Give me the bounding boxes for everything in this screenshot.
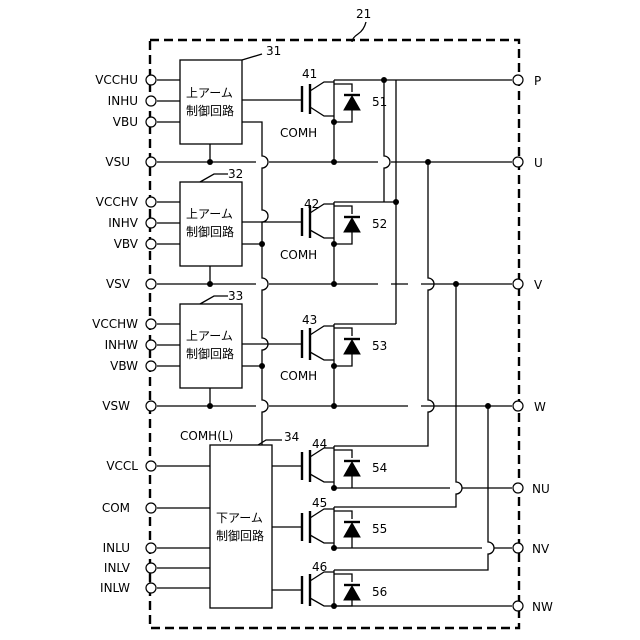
terminal-u: U xyxy=(513,156,543,170)
svg-text:V: V xyxy=(534,278,543,292)
comh-label-v: COMH xyxy=(280,248,317,262)
svg-text:INLV: INLV xyxy=(104,561,131,575)
lower-block-line1: 下アーム xyxy=(216,511,263,525)
svg-text:VBU: VBU xyxy=(113,115,138,129)
svg-text:VBV: VBV xyxy=(114,237,139,251)
svg-text:VSU: VSU xyxy=(105,155,130,169)
terminal-inhv: INHV xyxy=(108,216,156,230)
transistor-45-ref: 45 xyxy=(312,496,327,510)
diode-55-ref: 55 xyxy=(372,522,387,536)
svg-text:INLU: INLU xyxy=(103,541,130,555)
terminal-vsw: VSW xyxy=(102,399,156,413)
switch-44: 44 54 xyxy=(302,437,387,488)
switch-43: 43 53 xyxy=(302,313,387,406)
svg-text:P: P xyxy=(534,74,541,88)
svg-text:VBW: VBW xyxy=(110,359,138,373)
terminal-inlv: INLV xyxy=(104,561,156,575)
upper-block-v-line1: 上アーム xyxy=(186,207,233,221)
svg-text:VSV: VSV xyxy=(106,277,131,291)
switch-46: 46 56 xyxy=(302,560,387,606)
lower-block-ref: 34 xyxy=(284,430,299,444)
lower-arm-control: 下アーム 制御回路 34 xyxy=(210,430,299,608)
terminal-vbv: VBV xyxy=(114,237,156,251)
diode-54-ref: 54 xyxy=(372,461,387,475)
terminal-vbw: VBW xyxy=(110,359,156,373)
svg-text:INLW: INLW xyxy=(100,581,130,595)
switch-42: 42 52 xyxy=(302,197,387,284)
terminal-vcchv: VCCHV xyxy=(96,195,156,209)
svg-text:U: U xyxy=(534,156,543,170)
upper-arm-control-v: 上アーム 制御回路 32 xyxy=(180,167,243,266)
comh-label-u: COMH xyxy=(280,126,317,140)
terminal-inhw: INHW xyxy=(105,338,156,352)
lower-block-line2: 制御回路 xyxy=(216,528,264,543)
terminal-v: V xyxy=(513,278,543,292)
transistor-44-ref: 44 xyxy=(312,437,327,451)
switch-45: 45 55 xyxy=(302,496,387,548)
terminal-vsv: VSV xyxy=(106,277,156,291)
upper-arm-control-u: 上アーム 制御回路 31 xyxy=(180,44,281,144)
upper-block-v-line2: 制御回路 xyxy=(186,224,234,239)
svg-text:VSW: VSW xyxy=(102,399,130,413)
comh-label-w: COMH xyxy=(280,369,317,383)
transistor-43-ref: 43 xyxy=(302,313,317,327)
terminal-com: COM xyxy=(102,501,156,515)
svg-text:INHV: INHV xyxy=(108,216,139,230)
upper-block-v-ref: 32 xyxy=(228,167,243,181)
comhl-label: COMH(L) xyxy=(180,429,233,443)
svg-text:VCCHU: VCCHU xyxy=(95,73,138,87)
svg-text:VCCHW: VCCHW xyxy=(92,317,138,331)
transistor-42-ref: 42 xyxy=(304,197,319,211)
terminal-vcchu: VCCHU xyxy=(95,73,156,87)
svg-text:NW: NW xyxy=(532,600,553,614)
svg-text:NV: NV xyxy=(532,542,550,556)
upper-block-u-ref: 31 xyxy=(266,44,281,58)
transistor-41-ref: 41 xyxy=(302,67,317,81)
terminal-vbu: VBU xyxy=(113,115,156,129)
p-bus xyxy=(334,80,512,324)
module-ref: 21 xyxy=(356,7,371,21)
upper-arm-control-w: 上アーム 制御回路 33 xyxy=(180,289,243,388)
upper-block-w-ref: 33 xyxy=(228,289,243,303)
svg-text:COM: COM xyxy=(102,501,130,515)
switch-41: 41 51 xyxy=(302,67,387,162)
upper-block-u-line1: 上アーム xyxy=(186,86,233,100)
terminal-inlw: INLW xyxy=(100,581,156,595)
upper-block-u-line2: 制御回路 xyxy=(186,103,234,118)
left-terminals: VCCHU INHU VBU VSU VCCHV INHV VBV VSV VC… xyxy=(92,73,156,595)
terminal-vccl: VCCL xyxy=(106,459,156,473)
upper-block-w-line1: 上アーム xyxy=(186,329,233,343)
svg-text:VCCHV: VCCHV xyxy=(96,195,139,209)
svg-text:INHW: INHW xyxy=(105,338,139,352)
terminal-vcchw: VCCHW xyxy=(92,317,156,331)
diode-52-ref: 52 xyxy=(372,217,387,231)
svg-text:INHU: INHU xyxy=(108,94,138,108)
terminal-p: P xyxy=(513,74,541,88)
terminal-nu: NU xyxy=(513,482,550,496)
upper-block-w-line2: 制御回路 xyxy=(186,346,234,361)
diode-56-ref: 56 xyxy=(372,585,387,599)
transistor-46-ref: 46 xyxy=(312,560,327,574)
terminal-w: W xyxy=(513,400,546,414)
svg-text:NU: NU xyxy=(532,482,550,496)
terminal-vsu: VSU xyxy=(105,155,156,169)
svg-text:VCCL: VCCL xyxy=(106,459,138,473)
svg-text:W: W xyxy=(534,400,546,414)
terminal-inlu: INLU xyxy=(103,541,156,555)
diode-53-ref: 53 xyxy=(372,339,387,353)
terminal-inhu: INHU xyxy=(108,94,156,108)
diode-51-ref: 51 xyxy=(372,95,387,109)
lower-arm-wiring xyxy=(334,162,512,606)
